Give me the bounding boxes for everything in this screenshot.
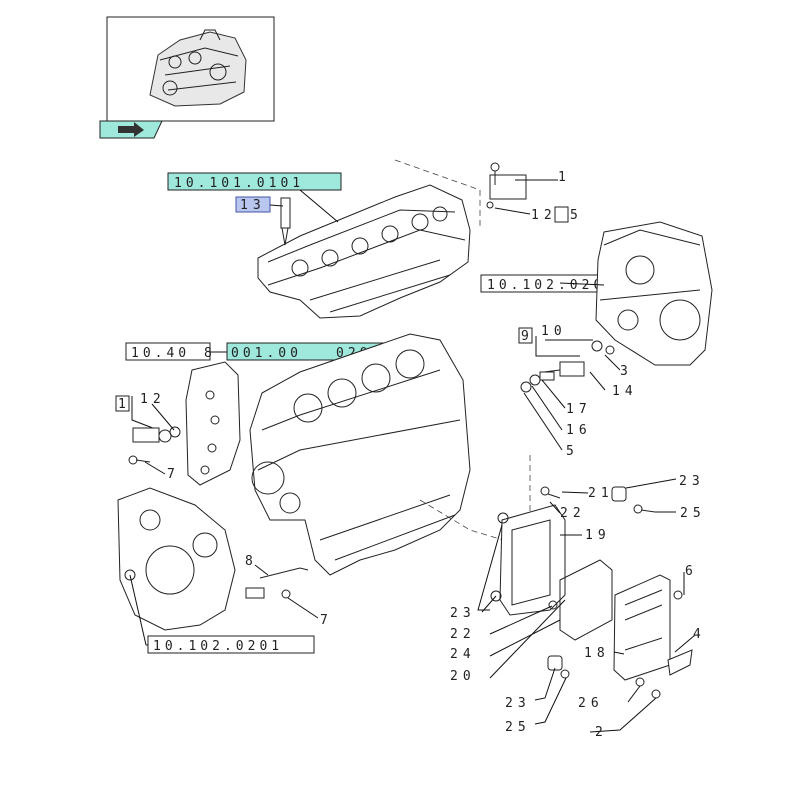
bolt-25-bottom[interactable]: [560, 669, 570, 679]
ecu-gasket: [559, 559, 613, 641]
callout-23-left: 23: [450, 606, 476, 621]
box-callout-1[interactable]: [115, 395, 130, 412]
callout-6: 6: [685, 564, 698, 579]
callout-8: 8: [245, 554, 258, 569]
box-callout-9[interactable]: [518, 327, 533, 344]
callout-7-left: 7: [167, 467, 180, 482]
bolt-26[interactable]: [635, 677, 661, 699]
callout-21: 21: [588, 486, 614, 501]
callout-4: 4: [693, 627, 706, 642]
plug-23[interactable]: [611, 486, 627, 502]
callout-25-top: 25: [680, 506, 706, 521]
callout-1: 1: [558, 170, 571, 185]
engine-thumbnail[interactable]: [106, 16, 275, 122]
cover-4[interactable]: [667, 649, 693, 676]
sensor-1[interactable]: [486, 162, 527, 209]
callout-16: 16: [566, 423, 592, 438]
plug-23-bottom[interactable]: [547, 655, 563, 671]
bolt-21[interactable]: [540, 486, 561, 499]
ref-box-10-40[interactable]: 10.40 8: [125, 342, 216, 361]
callout-25-bottom: 25: [505, 720, 531, 735]
callout-5-box: 5: [570, 208, 583, 223]
sensor-10[interactable]: [543, 340, 615, 377]
sensor-12[interactable]: [132, 426, 181, 443]
ref-label: 001.00: [231, 346, 302, 361]
callout-22-top: 22: [560, 506, 586, 521]
engine-thumbnail-image: [149, 29, 247, 107]
callout-9-box: 9: [521, 329, 534, 344]
timing-cover-right: [595, 221, 713, 366]
seal-rings[interactable]: [520, 371, 555, 393]
ref-label: 10.101.0101: [174, 176, 304, 191]
callout-22-left: 22: [450, 627, 476, 642]
callout-14: 14: [612, 384, 638, 399]
nav-forward-button[interactable]: [99, 120, 163, 139]
ref-label-suffix: 8: [204, 346, 216, 361]
ref-label: 10.40: [131, 346, 190, 361]
callout-23-top: 23: [679, 474, 705, 489]
callout-7-bottom: 7: [320, 613, 333, 628]
cylinder-block: [249, 333, 541, 576]
callout-3: 3: [620, 364, 633, 379]
front-plate-left: [185, 361, 241, 486]
callout-13[interactable]: 13: [235, 196, 271, 213]
svg-text:13: 13: [240, 198, 266, 213]
callout-1-box: 1: [118, 397, 131, 412]
ecu-module[interactable]: [613, 574, 671, 681]
sensor-8[interactable]: [245, 567, 309, 599]
ref-box-10-102-020[interactable]: 10.102.020: [480, 274, 632, 293]
callout-18: 18: [584, 646, 610, 661]
callout-17: 17: [566, 402, 592, 417]
box-callout-5[interactable]: [554, 206, 569, 223]
callout-26: 26: [578, 696, 604, 711]
callout-5: 5: [566, 444, 579, 459]
cylinder-head: [257, 159, 481, 319]
ref-box-10-101-0101[interactable]: 10.101.0101: [167, 172, 342, 191]
ref-label: 10.102.020: [487, 278, 605, 293]
bolt-7-left[interactable]: [128, 455, 151, 465]
bolt-6[interactable]: [673, 590, 683, 600]
callout-20: 20: [450, 669, 476, 684]
callout-12-left: 12: [140, 392, 166, 407]
timing-housing-left: [117, 487, 236, 631]
callout-12-top: 12: [531, 208, 557, 223]
ref-box-10-102-0201[interactable]: 10.102.0201: [147, 635, 315, 654]
ecu-bracket: [490, 504, 566, 616]
callout-23-bottom: 23: [505, 696, 531, 711]
ref-label: 10.102.0201: [153, 639, 283, 654]
bolt-25[interactable]: [633, 504, 656, 514]
callout-2: 2: [595, 725, 608, 740]
callout-10: 10: [541, 324, 567, 339]
callout-24: 24: [450, 647, 476, 662]
injector-13[interactable]: [280, 197, 291, 246]
callout-19: 19: [585, 528, 611, 543]
arrow-right-icon: [118, 122, 144, 137]
